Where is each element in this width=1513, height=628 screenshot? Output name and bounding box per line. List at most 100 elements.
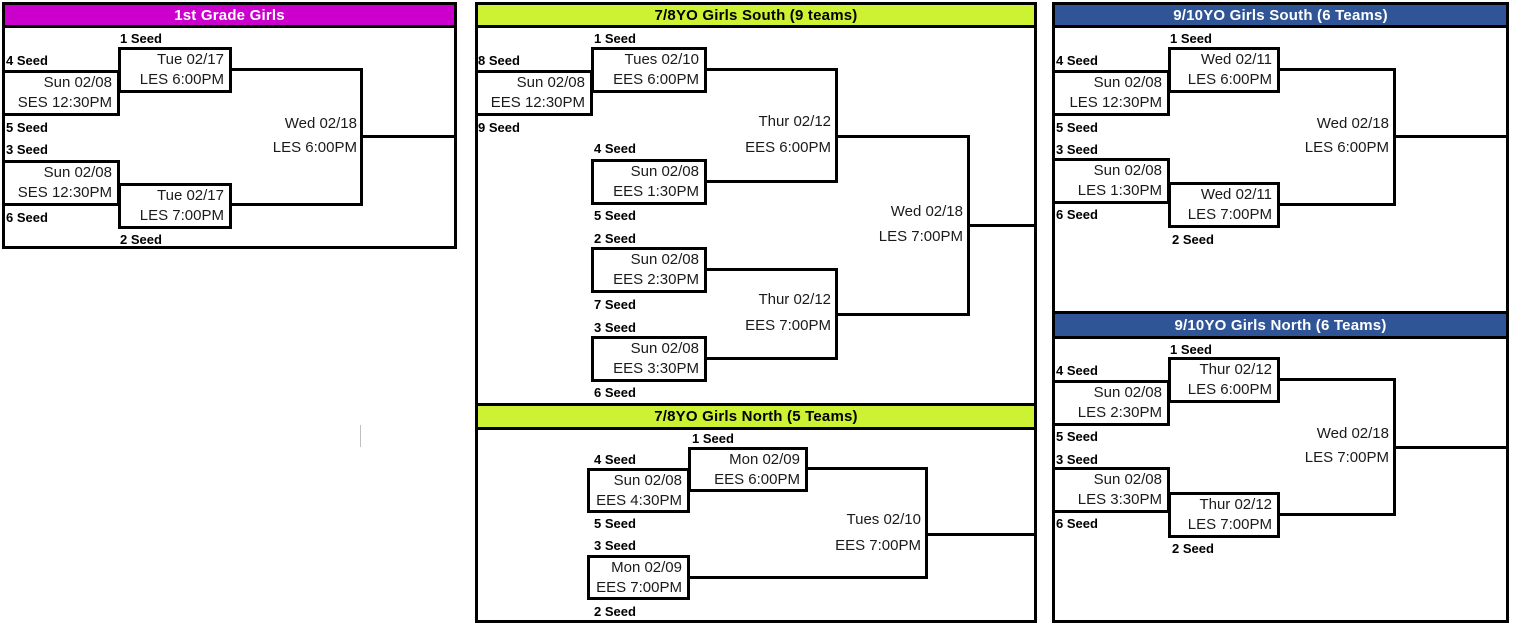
final-time: LES 7:00PM (1304, 449, 1389, 466)
game-time: LES 6:00PM (1187, 381, 1272, 398)
seed-label-4: 4 Seed (6, 53, 48, 68)
game-date: Sun 02/08 (43, 74, 112, 91)
game-box-semifinal-top: Wed 02/11 LES 6:00PM (1168, 47, 1280, 93)
game-time: EES 6:00PM (613, 71, 699, 88)
final-date: Tues 02/10 (846, 511, 922, 528)
game-box-semifinal-top: Tue 02/17 LES 6:00PM (118, 47, 232, 93)
game-time: LES 7:00PM (1187, 516, 1272, 533)
seed-label-6: 6 Seed (1056, 516, 1098, 531)
seed-label-2: 2 Seed (1172, 541, 1214, 556)
game-time: LES 6:00PM (139, 71, 224, 88)
seed-label-4: 4 Seed (1056, 363, 1098, 378)
final-time: EES 7:00PM (835, 537, 921, 554)
seed-label-5: 5 Seed (594, 208, 636, 223)
seed-label-6: 6 Seed (594, 385, 636, 400)
seed-label-4: 4 Seed (594, 452, 636, 467)
bracket-title: 1st Grade Girls (174, 6, 285, 24)
game-time: SES 12:30PM (17, 184, 112, 201)
game-date: Sun 02/08 (43, 164, 112, 181)
seed-label-1: 1 Seed (692, 431, 734, 446)
bracket-header-first-grade: 1st Grade Girls (2, 2, 457, 28)
game-time: EES 6:00PM (714, 471, 800, 488)
game-time: LES 1:30PM (1077, 182, 1162, 199)
seed-label-2: 2 Seed (1172, 232, 1214, 247)
seed-label-7: 7 Seed (594, 297, 636, 312)
game-time: EES 12:30PM (490, 94, 585, 111)
seed-label-5: 5 Seed (1056, 120, 1098, 135)
semifinal-date: Thur 02/12 (758, 291, 831, 308)
bracket-title: 7/8YO Girls South (9 teams) (654, 6, 858, 24)
seed-label-3: 3 Seed (6, 142, 48, 157)
connector-line (707, 268, 838, 271)
final-time: LES 7:00PM (878, 228, 963, 245)
game-box-quarterfinal: Mon 02/09 EES 6:00PM (688, 447, 808, 492)
connector-line (707, 357, 838, 360)
bracket-title: 9/10YO Girls South (6 Teams) (1173, 6, 1388, 24)
seed-label-8: 8 Seed (478, 53, 520, 68)
seed-label-2: 2 Seed (120, 232, 162, 247)
game-box-3v6: Sun 02/08 SES 12:30PM (2, 160, 120, 206)
game-date: Thur 02/12 (1199, 496, 1272, 513)
connector-line (707, 68, 838, 71)
connector-line (707, 180, 838, 183)
bracket-header-910-north: 9/10YO Girls North (6 Teams) (1052, 311, 1509, 339)
game-date: Sun 02/08 (516, 74, 585, 91)
game-date: Mon 02/09 (729, 451, 800, 468)
semifinal-time: EES 6:00PM (745, 139, 831, 156)
connector-line (232, 203, 360, 206)
final-date: Wed 02/18 (890, 203, 963, 220)
game-time: EES 2:30PM (613, 271, 699, 288)
seed-label-6: 6 Seed (6, 210, 48, 225)
winner-line (1393, 135, 1509, 138)
game-box-3v6: Sun 02/08 LES 3:30PM (1052, 467, 1170, 513)
game-box-quarterfinal: Tues 02/10 EES 6:00PM (591, 47, 707, 93)
game-time: LES 6:00PM (1187, 71, 1272, 88)
connector-line (808, 467, 927, 470)
seed-label-4: 4 Seed (1056, 53, 1098, 68)
winner-line (925, 533, 1037, 536)
semifinal-date: Thur 02/12 (758, 113, 831, 130)
game-box-8v9: Sun 02/08 EES 12:30PM (475, 70, 593, 116)
bracket-header-78-north: 7/8YO Girls North (5 Teams) (475, 403, 1037, 430)
game-time: LES 12:30PM (1069, 94, 1162, 111)
seed-label-2: 2 Seed (594, 231, 636, 246)
game-box-2v7: Sun 02/08 EES 2:30PM (591, 247, 707, 293)
game-date: Sun 02/08 (630, 163, 699, 180)
connector-line (1280, 378, 1396, 381)
connector-line (1280, 68, 1396, 71)
game-time: LES 7:00PM (139, 207, 224, 224)
bracket-vertical-line (925, 467, 928, 579)
game-box-3v6: Sun 02/08 EES 3:30PM (591, 336, 707, 382)
game-time: EES 4:30PM (596, 492, 682, 509)
seed-label-1: 1 Seed (594, 31, 636, 46)
winner-line (360, 135, 457, 138)
game-date: Sun 02/08 (1093, 384, 1162, 401)
bracket-header-910-south: 9/10YO Girls South (6 Teams) (1052, 2, 1509, 28)
semifinal-time: EES 7:00PM (745, 317, 831, 334)
game-date: Thur 02/12 (1199, 361, 1272, 378)
game-date: Mon 02/09 (611, 559, 682, 576)
game-date: Sun 02/08 (630, 340, 699, 357)
seed-label-6: 6 Seed (1056, 207, 1098, 222)
game-time: LES 3:30PM (1077, 491, 1162, 508)
seed-label-5: 5 Seed (1056, 429, 1098, 444)
game-time: EES 7:00PM (596, 579, 682, 596)
game-box-4v5: Sun 02/08 LES 2:30PM (1052, 380, 1170, 426)
game-date: Tue 02/17 (157, 51, 224, 68)
final-time: LES 6:00PM (272, 139, 357, 156)
seed-label-3: 3 Seed (594, 320, 636, 335)
game-box-semifinal-bottom: Wed 02/11 LES 7:00PM (1168, 182, 1280, 228)
final-time: LES 6:00PM (1304, 139, 1389, 156)
game-date: Sun 02/08 (1093, 162, 1162, 179)
final-date: Wed 02/18 (1316, 115, 1389, 132)
game-date: Wed 02/11 (1200, 186, 1272, 203)
game-box-3v6: Sun 02/08 LES 1:30PM (1052, 158, 1170, 204)
seed-label-1: 1 Seed (1170, 342, 1212, 357)
connector-line (835, 313, 970, 316)
seed-label-3: 3 Seed (594, 538, 636, 553)
connector-line (1280, 513, 1396, 516)
bracket-header-78-south: 7/8YO Girls South (9 teams) (475, 2, 1037, 28)
stray-cell-border-artifact (360, 425, 361, 447)
game-box-4v5: Sun 02/08 LES 12:30PM (1052, 70, 1170, 116)
bracket-vertical-line (835, 68, 838, 183)
